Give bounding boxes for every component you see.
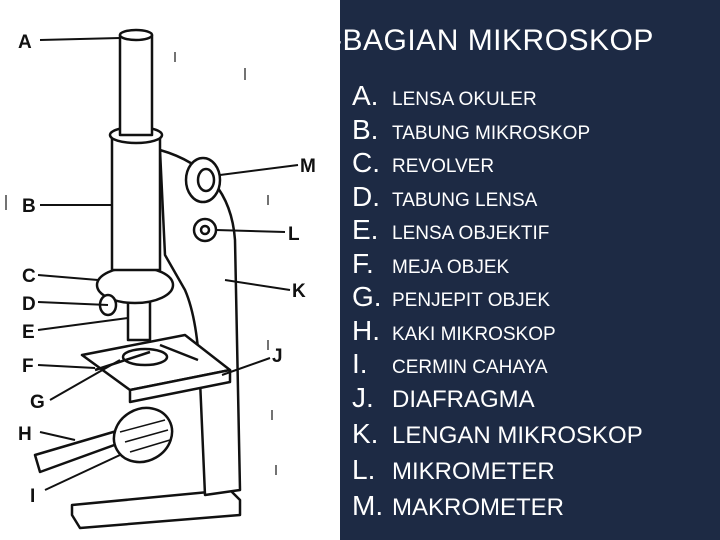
diagram-label-h: H [18, 424, 32, 445]
list-item: M. MAKROMETER [352, 490, 712, 526]
part-letter: C. [352, 147, 380, 178]
list-item: E. LENSA OBJEKTIF [352, 214, 712, 248]
eyepiece [118, 33, 154, 137]
diagram-label-d: D [22, 294, 36, 315]
diagram-label-f: F [22, 356, 34, 377]
part-name: DIAFRAGMA [392, 385, 535, 413]
part-name: KAKI MIKROSKOP [392, 323, 556, 345]
microscope-drawing: A B C D E F G H I J K L M [5, 28, 316, 530]
diagram-label-m: M [300, 156, 316, 177]
stage-hole [121, 347, 169, 367]
stage-clip [159, 343, 199, 362]
list-item: I. CERMIN CAHAYA [352, 348, 712, 382]
list-item: H. KAKI MIKROSKOP [352, 315, 712, 349]
diagram-label-e: E [22, 322, 35, 343]
list-item: F. MEJA OBJEK [352, 248, 712, 282]
diagram-label-l: L [288, 224, 300, 245]
microscope-base [70, 488, 242, 530]
part-letter: L. [352, 453, 376, 485]
part-name: CERMIN CAHAYA [392, 357, 548, 378]
part-letter: D. [352, 180, 380, 212]
diagram-label-k: K [292, 281, 306, 302]
list-item: J. DIAFRAGMA [352, 382, 712, 418]
microscope-stage-side [128, 368, 232, 404]
part-name: TABUNG MIKROSKOP [392, 122, 591, 144]
part-name: MAKROMETER [392, 493, 565, 521]
list-item: B. TABUNG MIKROSKOP [352, 114, 712, 148]
part-name: LENGAN MIKROSKOP [392, 421, 643, 449]
parts-list: A. LENSA OKULER B. TABUNG MIKROSKOP C. REVO… [352, 80, 712, 526]
microscope-diagram: A B C D E F G H I J K L M [0, 0, 340, 540]
part-name: LENSA OBJEKTIF [392, 223, 550, 244]
part-letter: I. [352, 348, 368, 379]
list-item: C. REVOLVER [352, 147, 712, 181]
diagram-label-c: C [22, 266, 36, 287]
part-letter: B. [352, 113, 379, 145]
part-letter: A. [352, 80, 379, 111]
part-name: MIKROMETER [392, 457, 555, 485]
diagram-label-i: I [30, 486, 35, 507]
part-name: MEJA OBJEK [392, 256, 510, 278]
diagram-label-b: B [22, 196, 36, 217]
body-tube [110, 133, 162, 272]
part-letter: E. [352, 214, 379, 245]
part-letter: K. [352, 417, 379, 449]
part-name: TABUNG LENSA [392, 189, 538, 211]
part-letter: J. [352, 381, 374, 413]
list-item: L. MIKROMETER [352, 454, 712, 490]
part-letter: G. [352, 281, 382, 312]
part-letter: H. [352, 314, 380, 346]
list-item: K. LENGAN MIKROSKOP [352, 418, 712, 454]
part-letter: F. [352, 247, 374, 279]
part-name: REVOLVER [392, 156, 495, 177]
objective-tube [126, 298, 152, 342]
slide-title: -BAGIAN MIKROSKOP [332, 24, 654, 57]
list-item: D. TABUNG LENSA [352, 181, 712, 215]
part-letter: M. [352, 489, 384, 521]
part-name: PENJEPIT OBJEK [392, 290, 551, 311]
diagram-label-a: A [18, 32, 32, 53]
list-item: A. LENSA OKULER [352, 80, 712, 114]
diagram-label-g: G [30, 392, 45, 413]
part-name: LENSA OKULER [392, 89, 537, 110]
list-item: G. PENJEPIT OBJEK [352, 281, 712, 315]
stage-clip [94, 350, 151, 372]
diagram-label-j: J [272, 346, 283, 367]
mirror [112, 406, 174, 464]
